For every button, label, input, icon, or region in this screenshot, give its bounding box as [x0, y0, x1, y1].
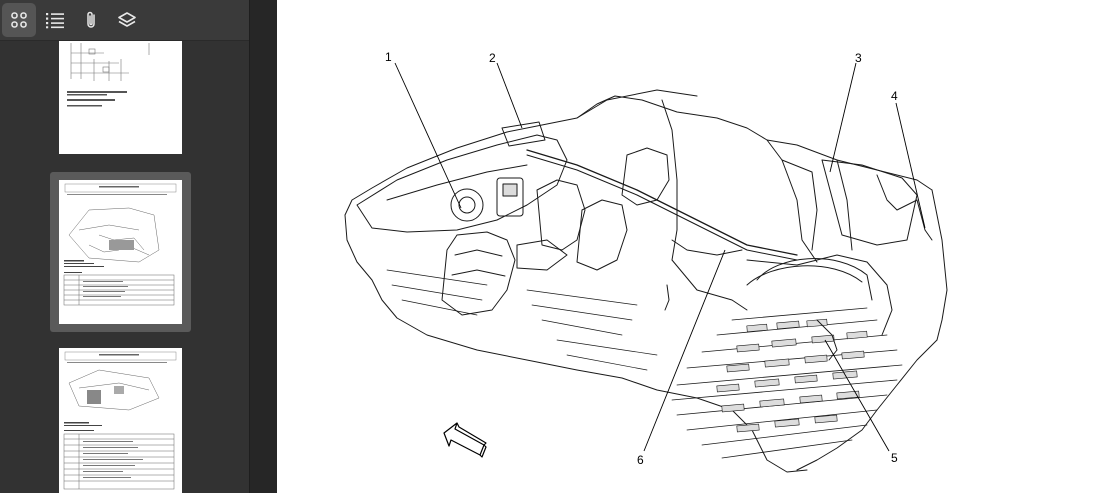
- attachments-view-button[interactable]: [74, 3, 108, 37]
- page-thumbnail-3[interactable]: [59, 348, 182, 493]
- thumbnails-grid-icon: [11, 12, 27, 28]
- sidebar-resize-handle[interactable]: [249, 0, 277, 493]
- vehicle-interior-diagram: [344, 62, 948, 473]
- attachment-paperclip-icon: [87, 11, 95, 28]
- callout-2: 2: [489, 51, 496, 65]
- page-thumbnail-2[interactable]: [59, 180, 182, 324]
- callout-5: 5: [891, 451, 898, 465]
- sidebar-toolbar: [0, 0, 249, 41]
- layers-icon: [118, 12, 136, 27]
- document-page: 1 2 3 4 5 6: [277, 0, 1112, 493]
- sidebar: [0, 0, 249, 493]
- outline-view-button[interactable]: [38, 3, 72, 37]
- callout-1: 1: [385, 50, 392, 64]
- page-thumbnail-1[interactable]: [59, 41, 182, 154]
- thumbnails-view-button[interactable]: [2, 3, 36, 37]
- outline-list-icon: [46, 13, 64, 29]
- front-direction-arrow-icon: [443, 422, 487, 458]
- layers-view-button[interactable]: [110, 3, 144, 37]
- callout-6: 6: [637, 453, 644, 467]
- thumbnail-list: [0, 41, 249, 493]
- callout-3: 3: [855, 51, 862, 65]
- callout-4: 4: [891, 89, 898, 103]
